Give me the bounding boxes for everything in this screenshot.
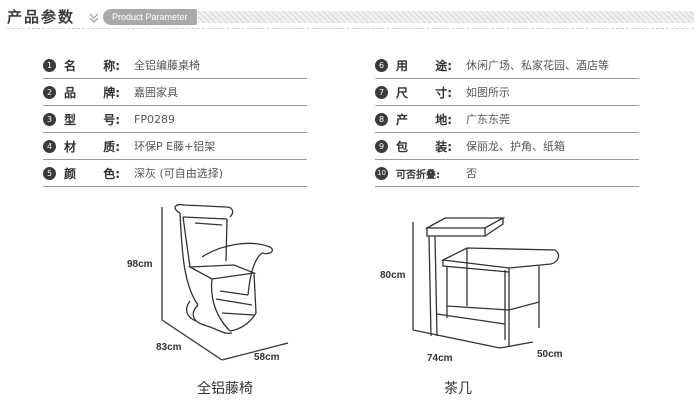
spec-value-color: 深灰 (可自由选择): [134, 167, 224, 180]
spec-value-brand: 嘉囲家具: [134, 86, 178, 99]
table-height-dimension: 80cm: [380, 270, 406, 281]
spec-label: 尺寸:: [396, 85, 452, 100]
number-7-icon: 7: [375, 85, 388, 99]
spec-row-name: 1 名称: 全铝编藤桌椅: [43, 52, 307, 79]
chair-caption: 全铝藤椅: [197, 381, 253, 397]
spec-value-usage: 休闲广场、私家花园、酒店等: [466, 59, 609, 72]
header-divider: [7, 28, 694, 29]
spec-label: 品牌:: [64, 85, 120, 100]
spec-label: 可否折叠:: [396, 169, 440, 181]
number-8-icon: 8: [375, 112, 388, 126]
spec-row-usage: 6 用途: 休闲广场、私家花园、酒店等: [375, 52, 639, 79]
section-subtitle-tag: Product Parameter: [103, 9, 197, 25]
chair-depth-dimension: 83cm: [156, 342, 182, 353]
spec-value-model: FP0289: [134, 112, 175, 126]
chair-height-dimension: 98cm: [127, 259, 153, 270]
number-1-icon: 1: [43, 58, 56, 72]
spec-label: 名称:: [64, 58, 120, 73]
spec-label: 包装:: [396, 139, 452, 154]
spec-row-model: 3 型号: FP0289: [43, 106, 307, 133]
spec-row-material: 4 材质: 环保P E藤+铝架: [43, 133, 307, 160]
spec-label: 颜色:: [64, 166, 120, 181]
number-10-icon: 10: [375, 166, 388, 180]
spec-label: 材质:: [64, 139, 120, 154]
spec-label: 产地:: [396, 112, 452, 127]
section-header: 产品参数 Product Parameter: [0, 0, 700, 34]
table-length-dimension: 74cm: [427, 353, 453, 364]
spec-row-packaging: 9 包装: 保丽龙、护角、纸箱: [375, 133, 639, 160]
chair-line-drawing: [161, 203, 289, 361]
tea-table-line-drawing: [412, 217, 560, 349]
spec-row-color: 5 颜色: 深灰 (可自由选择): [43, 160, 307, 187]
spec-label: 用途:: [396, 58, 452, 73]
spec-row-size: 7 尺寸: 如图所示: [375, 79, 639, 106]
number-2-icon: 2: [43, 85, 56, 99]
number-4-icon: 4: [43, 139, 56, 153]
table-caption: 茶几: [444, 381, 472, 397]
chair-width-dimension: 58cm: [254, 352, 280, 363]
section-title: 产品参数: [7, 8, 76, 26]
number-6-icon: 6: [375, 58, 388, 72]
spec-value-material: 环保P E藤+铝架: [134, 140, 216, 153]
spec-row-foldable: 10 可否折叠: 否: [375, 160, 639, 187]
number-5-icon: 5: [43, 166, 56, 180]
double-chevron-down-icon: [89, 13, 99, 23]
spec-value-foldable: 否: [466, 167, 477, 180]
table-width-dimension: 50cm: [537, 349, 563, 360]
header-stripe: [198, 11, 694, 23]
spec-label: 型号:: [64, 112, 120, 127]
spec-value-size: 如图所示: [466, 86, 510, 99]
number-9-icon: 9: [375, 139, 388, 153]
spec-value-name: 全铝编藤桌椅: [134, 59, 200, 72]
spec-value-packaging: 保丽龙、护角、纸箱: [466, 140, 565, 153]
spec-value-origin: 广东东莞: [466, 113, 510, 126]
number-3-icon: 3: [43, 112, 56, 126]
spec-row-brand: 2 品牌: 嘉囲家具: [43, 79, 307, 106]
spec-row-origin: 8 产地: 广东东莞: [375, 106, 639, 133]
